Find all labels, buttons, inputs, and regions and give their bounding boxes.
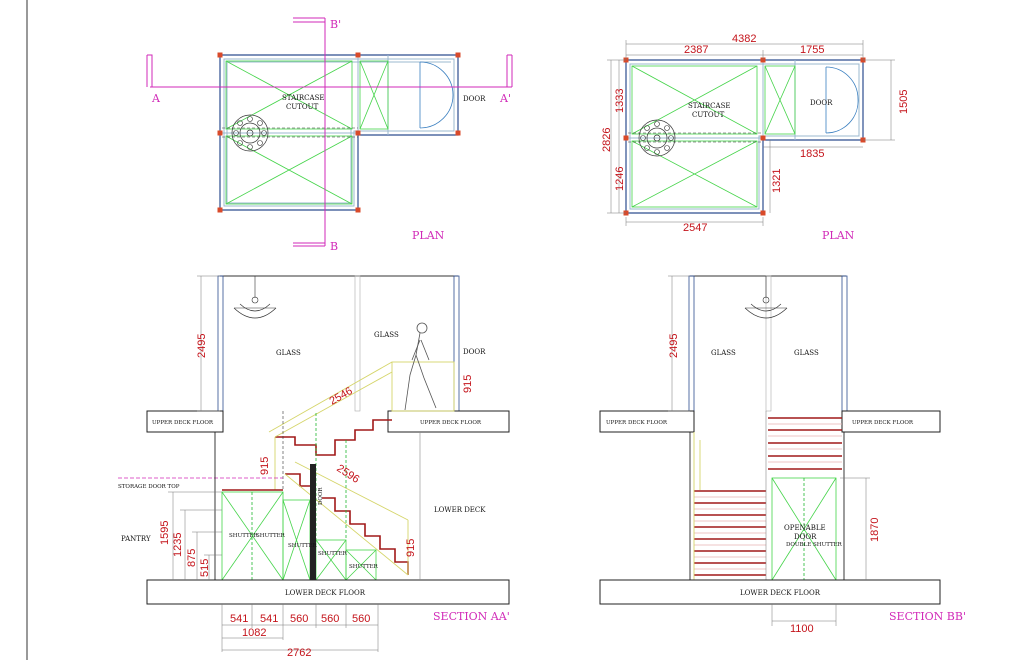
lower-deck-floor-label: LOWER DECK FLOOR bbox=[285, 589, 366, 597]
dim-2762: 2762 bbox=[287, 647, 311, 659]
glass-right-label: GLASS bbox=[374, 331, 399, 339]
dim-2826: 2826 bbox=[601, 128, 613, 152]
shutter-2-label: SHUTTER bbox=[256, 533, 286, 539]
pendant-light-icon bbox=[744, 276, 788, 319]
section-bb-title: SECTION BB' bbox=[889, 610, 966, 623]
dim-2547: 2547 bbox=[683, 222, 707, 234]
dim-541a: 541 bbox=[230, 613, 248, 625]
shutter-4-label: SHUTTER bbox=[318, 551, 348, 557]
pendant-light-icon bbox=[233, 276, 277, 319]
dim-875: 875 bbox=[186, 549, 198, 567]
upper-deck-right-label: UPPER DECK FLOOR bbox=[852, 420, 914, 426]
dim-1235: 1235 bbox=[172, 533, 184, 557]
shutter-1-label: SHUTTER bbox=[229, 533, 259, 539]
dim-515: 515 bbox=[199, 559, 211, 577]
upper-deck-right-label: UPPER DECK FLOOR bbox=[420, 420, 482, 426]
dim-1595: 1595 bbox=[159, 521, 171, 545]
chandelier-icon bbox=[638, 119, 676, 157]
marker-b: B bbox=[330, 240, 338, 253]
section-bb: UPPER DECK FLOOR UPPER DECK FLOOR bbox=[599, 275, 966, 635]
glass-left-label: GLASS bbox=[276, 349, 301, 357]
dim-1082: 1082 bbox=[242, 627, 266, 639]
staircase-label-line1: STAIRCASE bbox=[282, 94, 325, 102]
upper-deck-left-label: UPPER DECK FLOOR bbox=[606, 420, 668, 426]
dim-2546: 2546 bbox=[328, 385, 355, 408]
plan-left: A A' B B' STAIRCASE CUTOUT DOOR PLAN bbox=[146, 17, 513, 253]
dim-915-upper: 915 bbox=[462, 375, 474, 393]
marker-b-prime: B' bbox=[330, 18, 341, 31]
staircase-label-line2: CUTOUT bbox=[286, 103, 319, 111]
dim-1505: 1505 bbox=[898, 90, 910, 114]
dim-1246: 1246 bbox=[614, 167, 626, 191]
dim-1321: 1321 bbox=[771, 169, 783, 193]
plan-right-title: PLAN bbox=[822, 229, 855, 242]
staircase-label-line2: CUTOUT bbox=[692, 111, 725, 119]
dim-2596: 2596 bbox=[334, 462, 361, 485]
door-vertical-label: DOOR bbox=[318, 487, 324, 505]
dim-1100: 1100 bbox=[790, 623, 814, 635]
chandelier-icon bbox=[231, 114, 269, 152]
storage-door-top-label: STORAGE DOOR TOP bbox=[118, 484, 180, 490]
dim-560b: 560 bbox=[321, 613, 339, 625]
upper-deck-left-label: UPPER DECK FLOOR bbox=[152, 420, 214, 426]
dim-1333: 1333 bbox=[614, 89, 626, 113]
person-figure-icon bbox=[404, 322, 437, 411]
dim-541b: 541 bbox=[260, 613, 278, 625]
dim-2387: 2387 bbox=[684, 44, 708, 56]
glass-left-label: GLASS bbox=[711, 349, 736, 357]
dim-2495: 2495 bbox=[196, 334, 208, 358]
shutter-5-label: SHUTTER bbox=[349, 564, 379, 570]
dim-915-mid: 915 bbox=[259, 457, 271, 475]
dim-2495: 2495 bbox=[668, 334, 680, 358]
door-label: DOOR bbox=[463, 95, 486, 103]
marker-a: A bbox=[151, 92, 161, 105]
plan-left-title: PLAN bbox=[412, 229, 445, 242]
dim-4382: 4382 bbox=[732, 33, 756, 45]
dim-915-lower: 915 bbox=[405, 539, 417, 557]
glass-right-label: GLASS bbox=[794, 349, 819, 357]
openable-door-label-line1: OPENABLE bbox=[784, 524, 826, 532]
dim-560a: 560 bbox=[290, 613, 308, 625]
staircase-label-line1: STAIRCASE bbox=[688, 102, 731, 110]
shutter-3-label: SHUTTER bbox=[288, 543, 318, 549]
dim-1835: 1835 bbox=[800, 148, 824, 160]
marker-a-prime: A' bbox=[499, 92, 511, 105]
openable-door-label-line2: DOOR bbox=[794, 533, 817, 541]
lower-deck-label: LOWER DECK bbox=[434, 506, 486, 514]
section-aa: UPPER DECK FLOOR UPPER DECK FLOOR STORAG… bbox=[118, 275, 510, 659]
dim-1870: 1870 bbox=[869, 518, 881, 542]
door-label: DOOR bbox=[810, 99, 833, 107]
double-shutter-label: DOUBLE SHUTTER bbox=[786, 542, 843, 548]
dim-560c: 560 bbox=[352, 613, 370, 625]
dim-1755: 1755 bbox=[800, 44, 824, 56]
door-label: DOOR bbox=[463, 348, 486, 356]
lower-deck-floor-label: LOWER DECK FLOOR bbox=[740, 589, 821, 597]
pantry-label: PANTRY bbox=[121, 535, 151, 543]
section-aa-title: SECTION AA' bbox=[433, 610, 510, 623]
plan-right: 4382 2387 1755 1505 1333 2826 1835 1246 … bbox=[601, 33, 910, 242]
